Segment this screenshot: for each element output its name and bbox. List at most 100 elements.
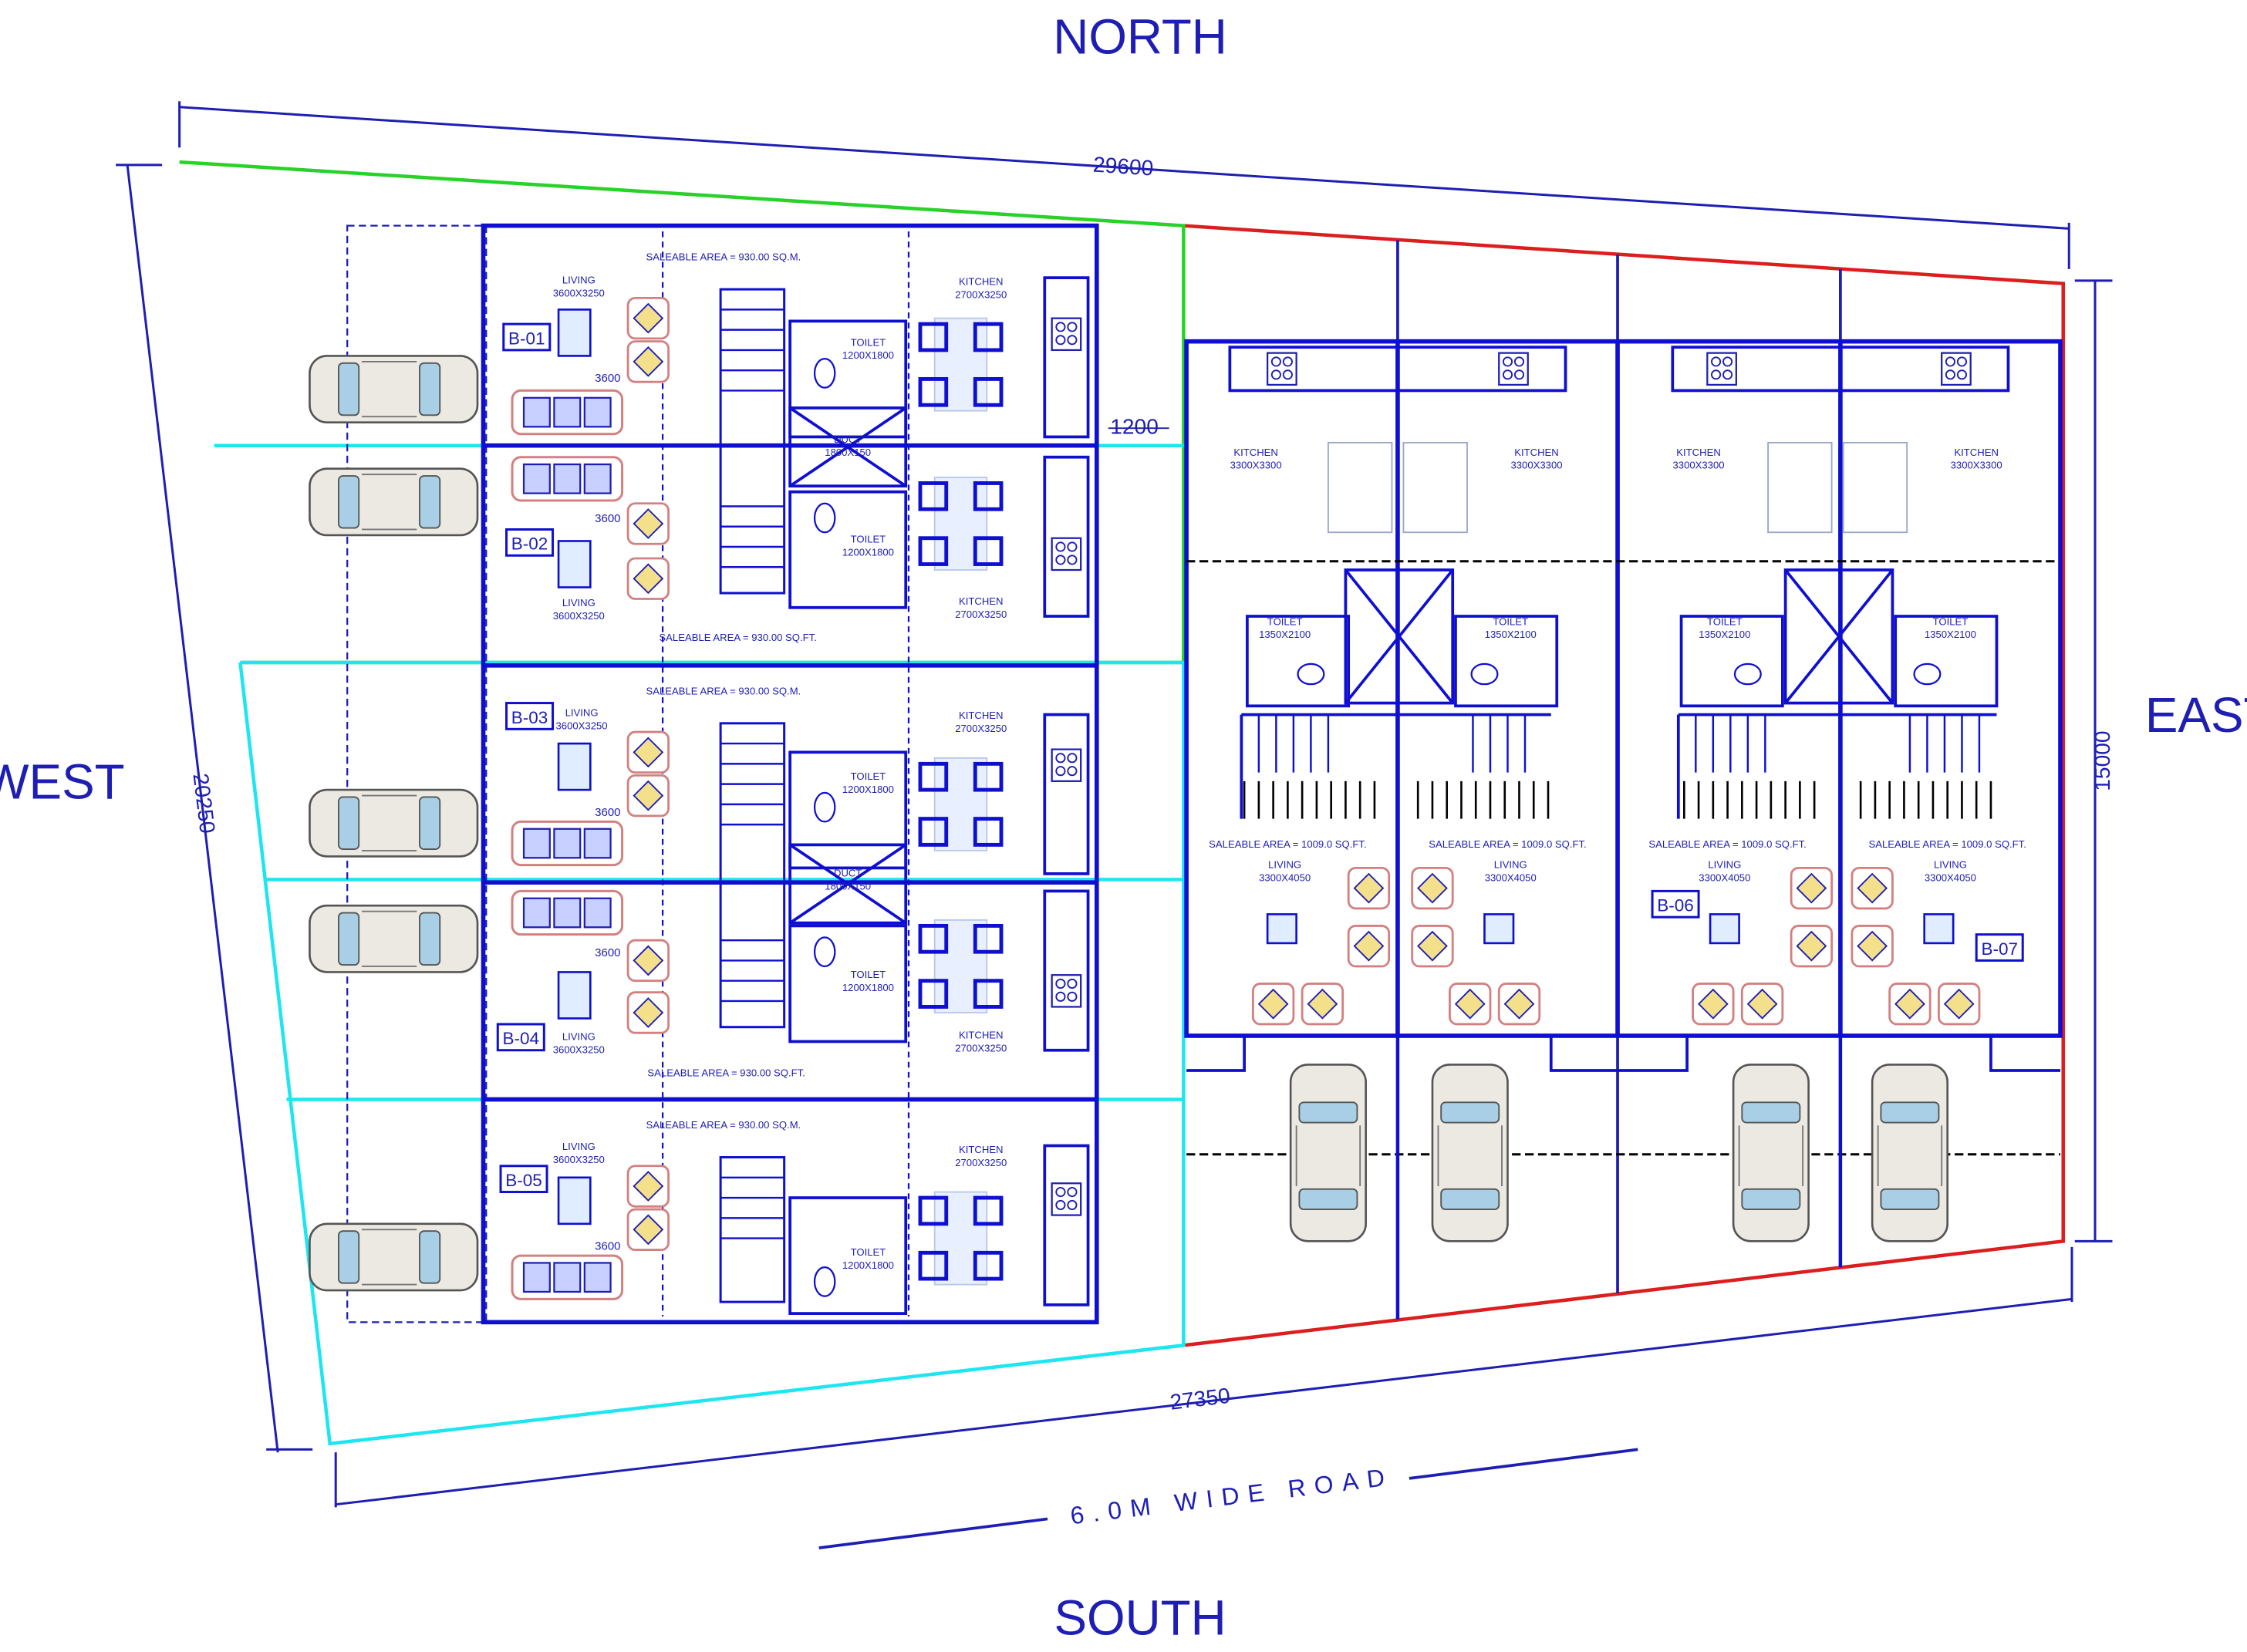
- dim-3600: 3600: [595, 372, 620, 385]
- kitchen-label: KITCHEN: [959, 1144, 1004, 1155]
- unit-id: B-04: [503, 1029, 540, 1048]
- dim-3600: 3600: [595, 946, 620, 959]
- kitchen-size: 3300X3300: [1510, 460, 1562, 471]
- north-label: NORTH: [1053, 8, 1227, 64]
- dimension-lines: [116, 101, 2113, 1508]
- duct-label: DUCT: [834, 433, 862, 445]
- car: [309, 904, 479, 973]
- dim-3600: 3600: [595, 806, 620, 819]
- saleable-area: SALEABLE AREA = 1009.0 SQ.FT.: [1429, 838, 1586, 850]
- saleable-area: SALEABLE AREA = 930.00 SQ.FT.: [659, 632, 816, 643]
- east-unit-b07: B-07 KITCHEN 3300X3300 TOILET 1350X2100 …: [1868, 447, 2026, 962]
- toilet-size: 1200X1800: [842, 546, 894, 558]
- toilet-size: 1350X2100: [1485, 629, 1537, 640]
- living-size: 3600X3250: [553, 1043, 605, 1055]
- dim-3600: 3600: [595, 1240, 620, 1253]
- east-unit-labels: KITCHEN 3300X3300 TOILET 1350X2100 SALEA…: [1209, 447, 2026, 962]
- car: [1871, 1064, 1948, 1242]
- unit-b01: B-01 SALEABLE AREA = 930.00 SQ.M. LIVING…: [502, 251, 1007, 385]
- kitchen-label: KITCHEN: [1233, 447, 1278, 458]
- saleable-area: SALEABLE AREA = 930.00 SQ.M.: [646, 1119, 801, 1131]
- kitchen-size: 2700X3250: [955, 1157, 1007, 1168]
- duct-label: DUCT: [834, 868, 862, 879]
- saleable-area: SALEABLE AREA = 930.00 SQ.FT.: [647, 1067, 805, 1078]
- living-label: LIVING: [562, 275, 595, 286]
- toilet-label: TOILET: [1267, 615, 1303, 627]
- west-units: [346, 223, 1099, 1325]
- living-label: LIVING: [1268, 858, 1301, 870]
- dimension-right: 15000: [2090, 730, 2114, 791]
- duct-size: 1800X150: [825, 881, 871, 892]
- kitchen-label: KITCHEN: [959, 710, 1004, 721]
- living-label: LIVING: [562, 1031, 595, 1043]
- toilet-label: TOILET: [851, 969, 886, 980]
- toilet-label: TOILET: [1707, 615, 1743, 627]
- unit-b04: B-04 SALEABLE AREA = 930.00 SQ.FT. LIVIN…: [496, 946, 1007, 1078]
- saleable-area: SALEABLE AREA = 1009.0 SQ.FT.: [1868, 838, 2026, 850]
- kitchen-size: 2700X3250: [955, 609, 1007, 620]
- unit-b05: B-05 SALEABLE AREA = 930.00 SQ.M. LIVING…: [499, 1119, 1007, 1271]
- car: [1431, 1064, 1509, 1242]
- east-unit-1: KITCHEN 3300X3300 TOILET 1350X2100 SALEA…: [1209, 447, 1366, 883]
- saleable-area: SALEABLE AREA = 1009.0 SQ.FT.: [1648, 838, 1806, 850]
- dimension-bottom: 27350: [1169, 1384, 1231, 1414]
- toilet-label: TOILET: [1933, 615, 1969, 627]
- unit-id: B-05: [505, 1171, 542, 1190]
- dim-3600: 3600: [595, 512, 620, 525]
- kitchen-size: 2700X3250: [955, 1043, 1007, 1054]
- duct-size: 1800X150: [825, 447, 871, 458]
- unit-b02: B-02 SALEABLE AREA = 930.00 SQ.FT. LIVIN…: [505, 512, 1007, 643]
- dimension-left: 20250: [188, 772, 219, 834]
- living-size: 3600X3250: [553, 1154, 605, 1165]
- unit-id: B-07: [1981, 939, 2018, 959]
- living-label: LIVING: [562, 597, 595, 609]
- car: [309, 467, 479, 537]
- east-unit-2: KITCHEN 3300X3300 TOILET 1350X2100 SALEA…: [1429, 447, 1586, 883]
- kitchen-size: 3300X3300: [1230, 460, 1282, 471]
- east-unit-b06: B-06 KITCHEN 3300X3300 TOILET 1350X2100 …: [1648, 447, 1807, 919]
- road-label: 6.0M WIDE ROAD: [1068, 1462, 1395, 1529]
- unit-id: B-03: [511, 708, 548, 727]
- kitchen-label: KITCHEN: [1514, 447, 1559, 458]
- dimension-gap: 1200: [1110, 415, 1159, 439]
- dimension-top: 29600: [1092, 153, 1154, 180]
- living-label: LIVING: [562, 1141, 595, 1152]
- toilet-size: 1350X2100: [1925, 629, 1976, 640]
- toilet-size: 1200X1800: [842, 982, 894, 993]
- car: [1289, 1064, 1367, 1242]
- kitchen-label: KITCHEN: [959, 595, 1004, 607]
- saleable-area: SALEABLE AREA = 930.00 SQ.M.: [646, 685, 801, 696]
- east-units: [1184, 339, 2063, 1320]
- kitchen-size: 2700X3250: [955, 288, 1007, 300]
- east-label: EAST: [2145, 687, 2247, 743]
- car: [1732, 1064, 1810, 1242]
- kitchen-label: KITCHEN: [1676, 447, 1721, 458]
- road-lines: [818, 1448, 1638, 1549]
- toilet-label: TOILET: [1493, 615, 1528, 627]
- living-size: 3600X3250: [553, 288, 605, 299]
- toilet-label: TOILET: [851, 1246, 886, 1258]
- toilet-size: 1350X2100: [1259, 629, 1311, 640]
- car: [309, 788, 479, 858]
- kitchen-size: 3300X3300: [1951, 460, 2002, 471]
- living-size: 3300X4050: [1485, 872, 1537, 883]
- unit-id: B-06: [1657, 896, 1694, 915]
- kitchen-label: KITCHEN: [1954, 447, 1999, 458]
- saleable-area: SALEABLE AREA = 1009.0 SQ.FT.: [1209, 838, 1366, 850]
- living-size: 3300X4050: [1259, 872, 1311, 883]
- toilet-size: 1200X1800: [842, 349, 894, 361]
- car: [309, 355, 479, 424]
- kitchen-label: KITCHEN: [959, 1030, 1004, 1041]
- south-label: SOUTH: [1054, 1590, 1226, 1645]
- west-label: WEST: [0, 754, 125, 809]
- toilet-label: TOILET: [851, 336, 886, 348]
- living-label: LIVING: [1934, 858, 1967, 870]
- unit-id: B-01: [508, 329, 545, 348]
- car: [309, 1222, 479, 1292]
- living-size: 3600X3250: [553, 610, 605, 622]
- living-size: 3300X4050: [1925, 872, 1976, 883]
- unit-id: B-02: [511, 534, 548, 554]
- living-size: 3600X3250: [556, 720, 608, 731]
- living-label: LIVING: [565, 706, 599, 718]
